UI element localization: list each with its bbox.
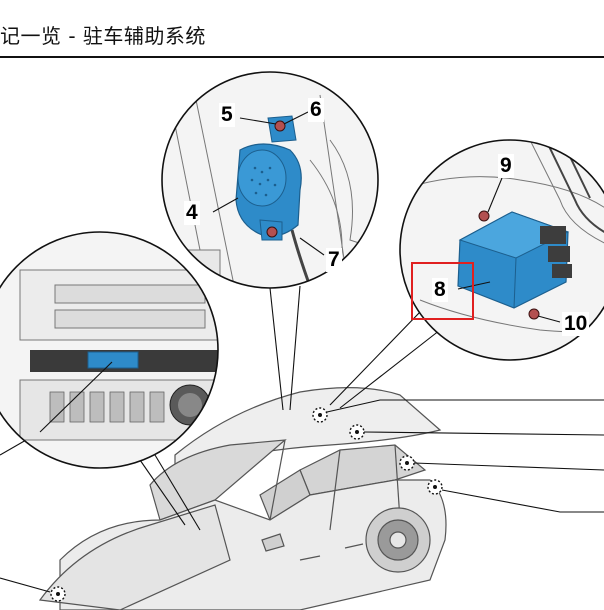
detail-circle-control-unit [399, 139, 604, 361]
technical-illustration [0, 71, 604, 610]
callout-7: 7 [326, 248, 342, 272]
callout-4: 4 [184, 201, 200, 225]
callout-6: 6 [308, 98, 324, 122]
vehicle-drawing [38, 387, 447, 610]
leader-lines [0, 399, 604, 593]
page-title: 记一览 - 驻车辅助系统 [0, 24, 206, 48]
callout-10: 10 [562, 312, 590, 336]
header-divider [0, 56, 604, 58]
detail-circle-sensor [161, 71, 379, 289]
location-marker-centers [56, 413, 437, 596]
zoom-connectors [139, 285, 441, 531]
callout-5: 5 [219, 103, 235, 127]
callout-8-highlight-frame [411, 262, 474, 320]
detail-circle-dashboard [0, 231, 219, 469]
callout-9: 9 [498, 154, 514, 178]
callout-8: 8 [432, 278, 448, 302]
